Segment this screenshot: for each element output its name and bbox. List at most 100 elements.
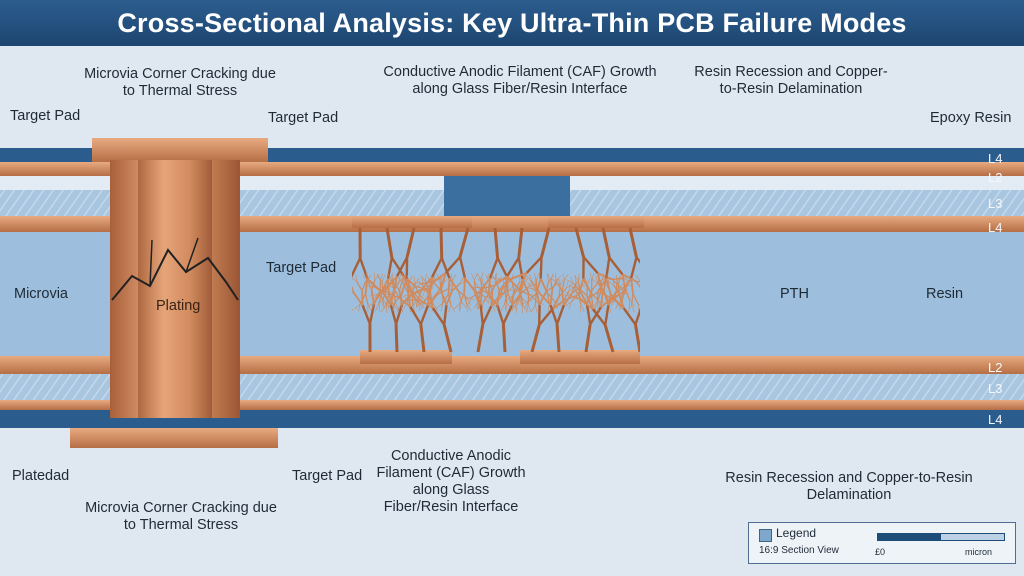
caf-filament [573,283,581,292]
caf-filament [517,227,524,258]
caf-filament [431,276,435,284]
caf-filament [405,278,414,294]
caf-filament [607,280,615,286]
caf-filament [546,274,549,282]
caf-filament [575,281,580,289]
caf-filament [578,273,580,282]
caf-filament [563,272,565,281]
caf-pad-bottom-right [520,350,640,364]
caf-filament [476,303,484,309]
caf-filament [389,304,398,325]
caf-filament [389,293,400,299]
caf-filament [529,273,532,282]
caf-filament [496,300,499,309]
caf-filament [579,304,582,313]
caf-filament [637,303,640,312]
caf-filament [531,288,541,295]
caf-filament [442,293,450,304]
caf-filament [612,297,625,309]
caf-filament [442,324,453,353]
caf-filament [394,323,399,353]
center-block [444,176,570,216]
caf-filament [427,294,434,309]
caf-filament [535,278,542,294]
caf-filament [366,272,368,281]
caf-filament [519,272,528,288]
caf-filament [377,275,383,282]
caf-filament [464,276,469,284]
caf-filament [524,301,529,309]
caf-filament [483,294,490,301]
caf-filament [461,279,469,284]
caf-filament [600,292,604,308]
caf-filament [492,300,499,306]
caf-filament [540,227,551,258]
caf-filament [355,274,358,282]
layer-tag-top-1: L4 [988,151,1003,166]
caf-filament [461,301,467,309]
caf-filament [458,227,470,258]
caf-filament [448,304,452,313]
caf-filament [539,293,552,306]
caf-filament [637,303,640,306]
caf-filament [515,304,517,313]
caf-filament [629,257,638,279]
caf-filament [450,273,453,281]
caf-filament [530,324,541,353]
caf-filament [549,290,554,306]
caf-filament [520,301,529,305]
caf-filament [467,297,473,305]
caf-filament [392,281,400,291]
caf-filament [497,291,506,301]
label-microvia-crack-bottom: Microvia Corner Cracking due to Thermal … [85,500,277,533]
label-microvia-crack-top: Microvia Corner Cracking due to Thermal … [84,66,276,99]
caf-filament [521,305,524,314]
caf-filament [430,257,443,278]
caf-filament [635,281,640,288]
caf-filament [448,277,460,292]
caf-filament [600,275,604,283]
caf-filament [495,273,497,281]
caf-filament [378,292,383,305]
caf-filament [390,256,405,277]
scale-unit: micron [965,547,993,557]
label-epoxy-resin: Epoxy Resin [930,110,1012,126]
caf-filament [483,295,489,303]
caf-filament [580,299,594,310]
caf-filament [365,275,372,282]
caf-filament [421,289,426,298]
caf-filament [585,277,588,286]
caf-filament [451,280,454,292]
caf-filament [496,304,505,325]
caf-filament [398,273,401,282]
caf-filament [356,281,363,292]
label-resin-recession-top: Resin Recession and Copper-to-Resin Dela… [694,64,888,97]
caf-filament [479,304,485,325]
caf-filament [582,256,599,275]
scale-start: £0 [875,547,886,557]
caf-filament [400,304,403,313]
caf-filament [444,256,461,274]
caf-filament [534,277,536,286]
caf-filament [440,277,443,285]
caf-filament [385,305,388,314]
caf-filament [506,302,512,310]
caf-filament [440,272,447,289]
caf-filament [478,287,489,295]
caf-filament [596,291,599,304]
caf-filament [388,302,396,308]
caf-filament [352,308,354,311]
caf-filament [498,281,506,291]
caf-filament [549,304,559,325]
caf-filament [474,290,482,305]
caf-filament [492,303,495,312]
caf-filament [366,285,375,288]
caf-filament [387,301,390,310]
caf-filament [608,281,610,289]
caf-filament [527,282,533,289]
caf-filament [538,291,547,306]
caf-filament [538,308,554,326]
caf-filament [488,257,499,279]
caf-filament [442,298,448,307]
caf-filament [375,303,380,312]
